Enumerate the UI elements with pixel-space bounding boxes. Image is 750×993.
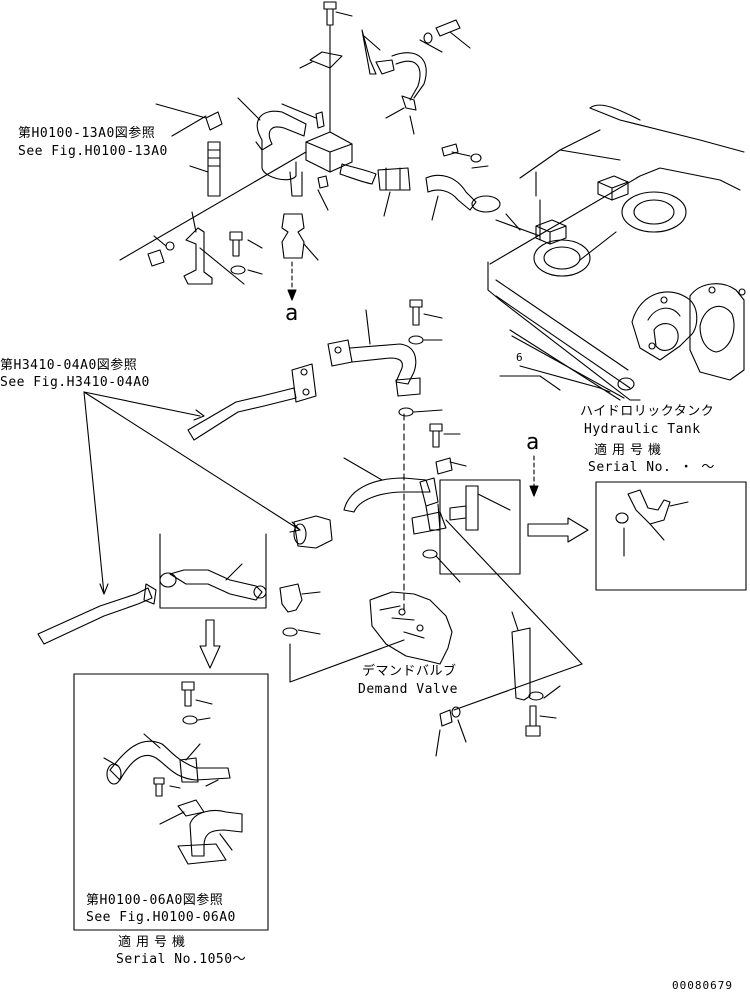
pipe-detail-box [159, 533, 321, 669]
arrow-down-detail [199, 619, 221, 669]
ref-h3410-04a0-jp: 第H3410-04A0図参照 [0, 358, 138, 373]
return-pipe-long [187, 387, 297, 441]
pipe-loop [256, 110, 307, 151]
top-assembly [119, 1, 501, 301]
ref-h0100-06a0-jp: 第H0100-06A0図参照 [86, 893, 224, 908]
hydraulic-tank [487, 104, 746, 401]
elbow-flange-detail [189, 809, 243, 857]
valve-flange [411, 511, 447, 535]
demand-valve-body [369, 591, 453, 665]
drawing-number: 00080679 [672, 979, 733, 992]
hydraulic-tank-jp: ハイドロリックタンク [580, 404, 715, 419]
bracket-right [511, 627, 531, 701]
tank-port-right [689, 283, 745, 381]
marker-a-right: a [526, 430, 540, 455]
rubber-hose [281, 213, 305, 259]
marker-six: 6 [516, 351, 524, 364]
hose-detail-bottom [109, 740, 231, 781]
pipe-detail-frame [159, 533, 267, 609]
tank-box-right [597, 175, 629, 201]
ref-h3410-04a0-en: See Fig.H3410-04A0 [0, 375, 150, 390]
pipe-elbow-flange [425, 174, 477, 211]
main-block [305, 131, 353, 173]
flange-gasket [471, 195, 501, 213]
serial-right-no: Serial No. ・ 〜 [588, 460, 715, 475]
demand-valve-en: Demand Valve [358, 682, 458, 697]
return-pipe-assembly [37, 299, 443, 645]
pipe-bend-mid [349, 343, 417, 385]
arrow-right-detail [527, 517, 589, 543]
bracket-left [183, 227, 213, 285]
elbow-fitting [205, 111, 223, 131]
serial-detail-right-frame [595, 481, 747, 591]
demand-valve-jp: デマンドバルブ [362, 664, 457, 679]
hydraulic-tank-en: Hydraulic Tank [584, 422, 701, 437]
serial-detail-right [595, 481, 747, 591]
bolt-top [323, 1, 353, 26]
tank-box-left [535, 219, 567, 245]
tank-port-left [631, 291, 698, 361]
marker-a-upper: a [285, 301, 299, 326]
sensor-fitting [401, 95, 417, 111]
pipe-lower-left [37, 587, 153, 645]
ref-h0100-06a0-en: See Fig.H0100-06A0 [86, 910, 236, 925]
clamp-top [375, 59, 395, 75]
pipe-valve-inlet [343, 477, 431, 513]
hose-vertical [207, 141, 221, 197]
serial-detail-bottom [73, 673, 269, 931]
serial-right-applicable: 適用号機 [594, 443, 667, 458]
elbow-fitting-mid [279, 583, 303, 613]
pipe-flange-mid [327, 339, 353, 367]
demand-valve-piping [289, 407, 589, 757]
rubber-coupler [293, 515, 333, 549]
hose-coupler [377, 167, 411, 191]
serial-bottom-no: Serial No.1050〜 [116, 952, 247, 967]
ref-h0100-13a0-jp: 第H0100-13A0図参照 [18, 126, 156, 141]
gasket-plate [309, 51, 343, 69]
bolt-top-right [435, 19, 461, 37]
pipe-flange-left [291, 363, 317, 403]
tank-plate-top [621, 191, 687, 233]
serial-bottom-applicable: 適用号機 [118, 935, 191, 950]
valve-detail-frame [439, 479, 521, 575]
ring-top-right [423, 32, 433, 44]
serial-detail-bottom-frame [73, 673, 269, 931]
nut-left [147, 249, 165, 267]
ref-h0100-13a0-en: See Fig.H0100-13A0 [18, 144, 168, 159]
tank-plate-bottom [533, 239, 591, 277]
nut-right [439, 709, 453, 727]
